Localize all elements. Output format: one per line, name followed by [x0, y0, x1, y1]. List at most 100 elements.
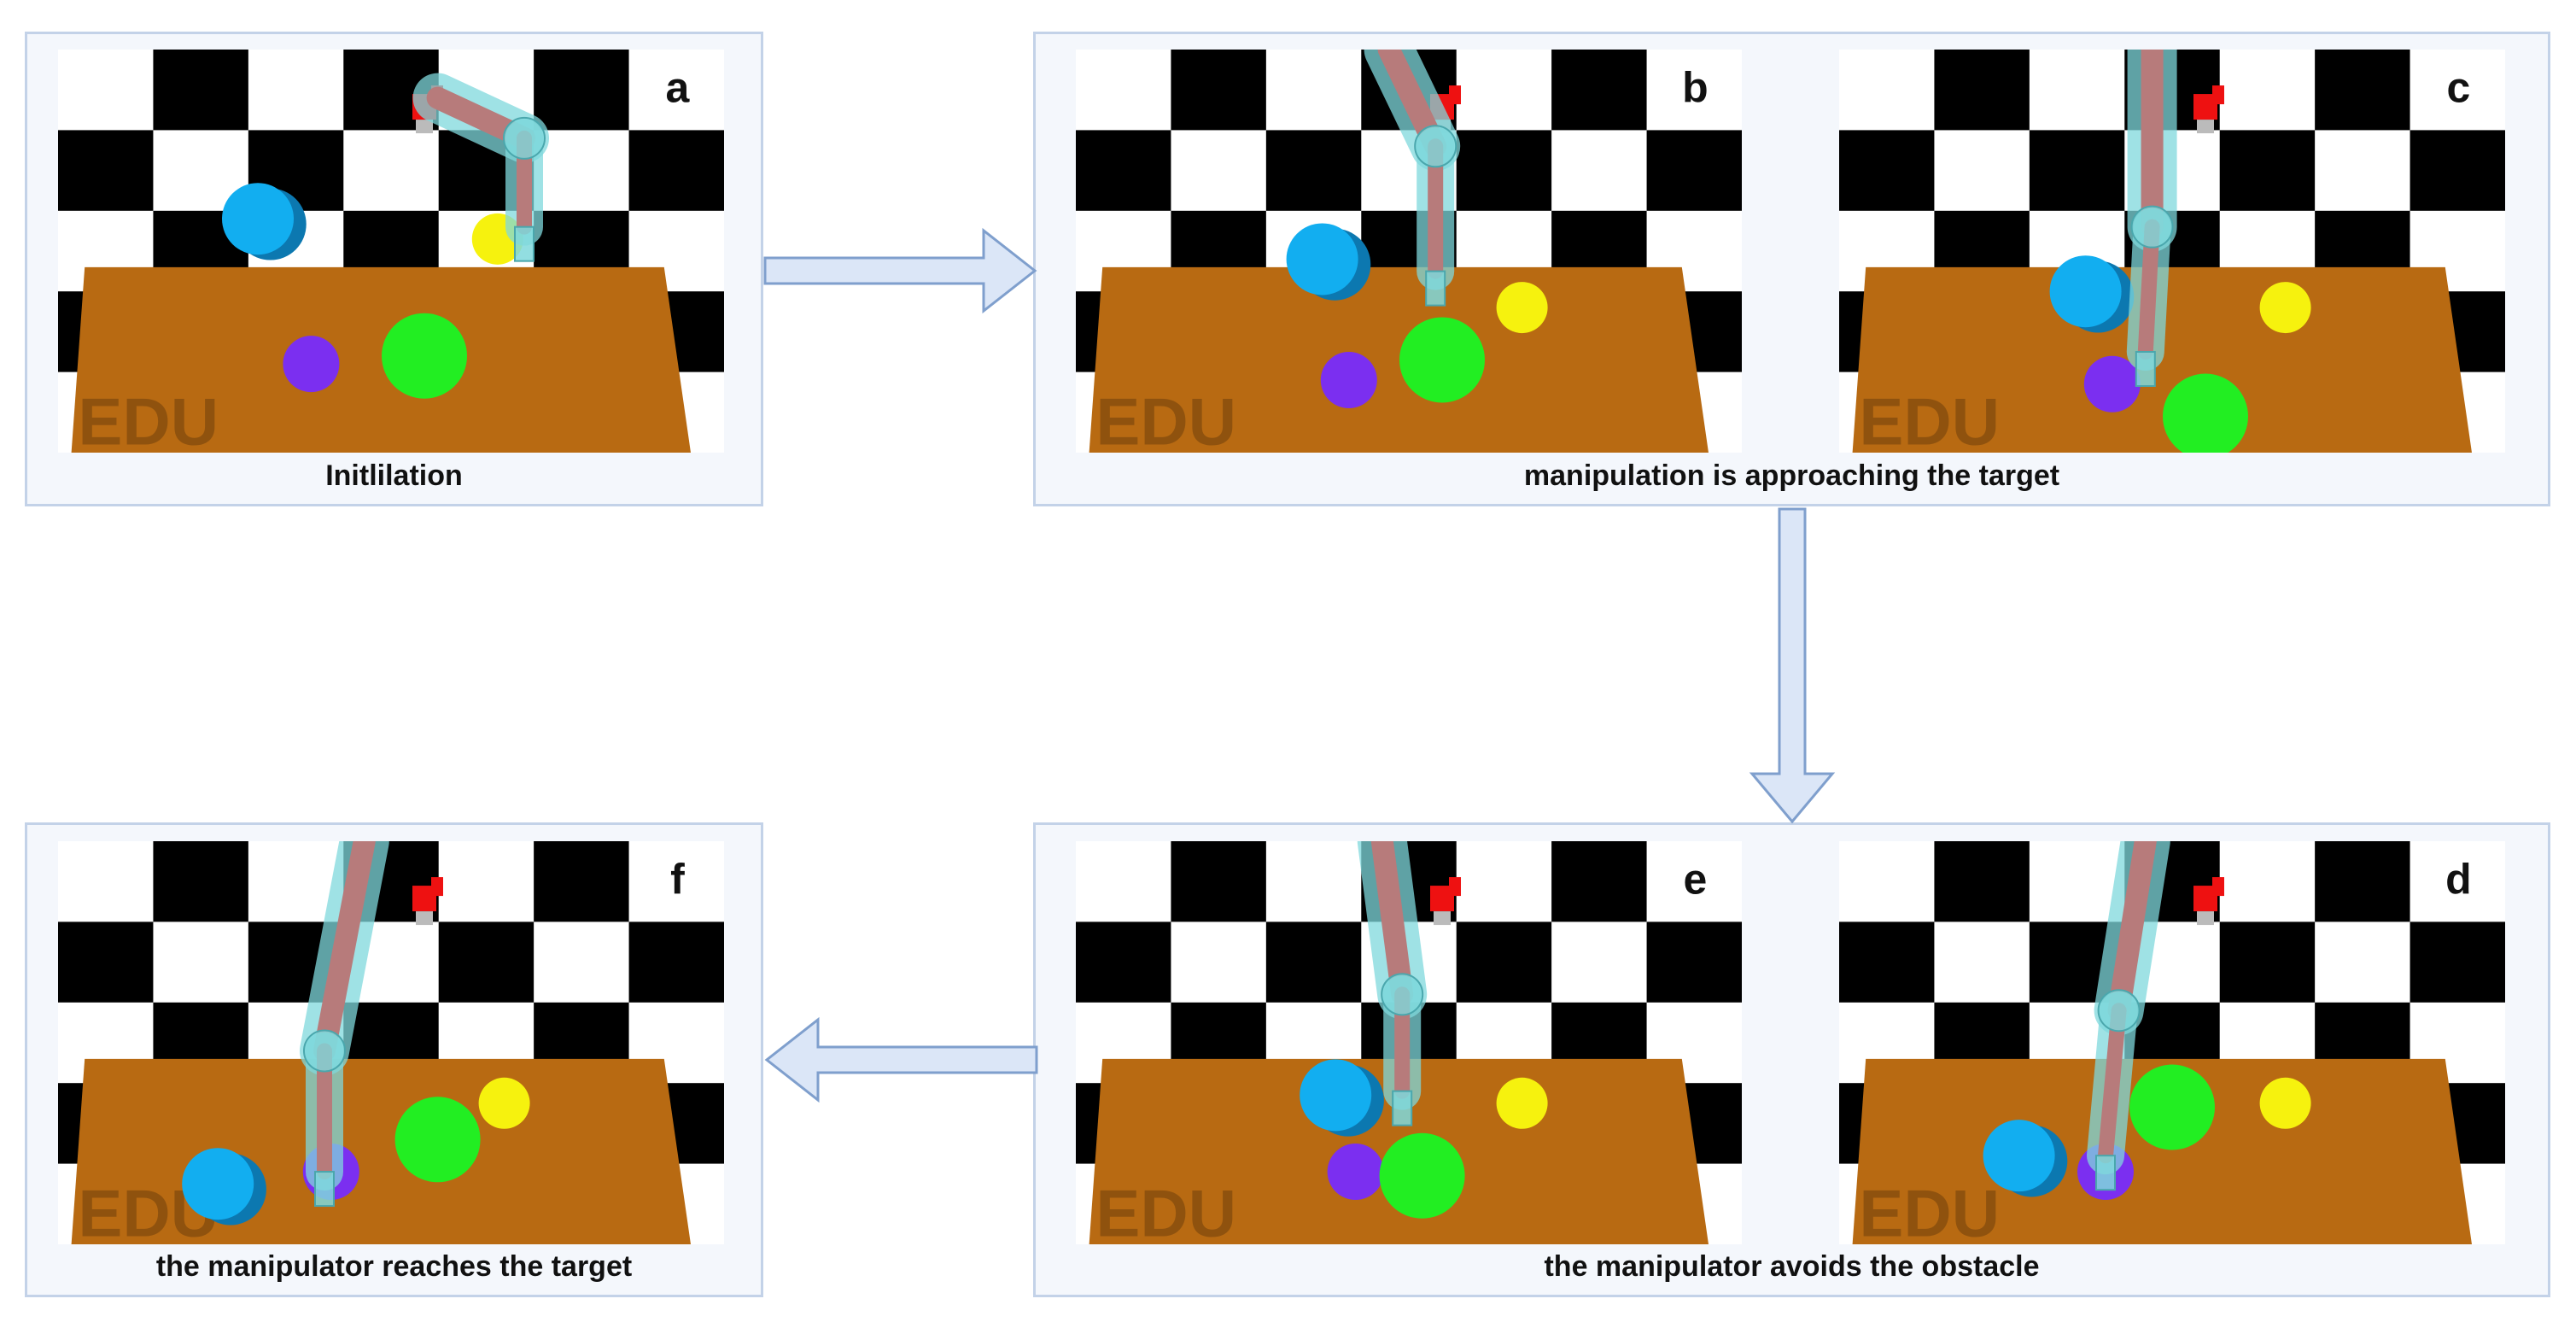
obstacle-base	[416, 120, 433, 134]
obstacle-part	[1449, 877, 1461, 897]
floor-tile	[1171, 841, 1267, 923]
yellow-target	[478, 1077, 530, 1129]
floor-tile	[1076, 921, 1172, 1003]
frame-c: EDU c	[1839, 50, 2505, 453]
watermark-text: EDU	[1859, 384, 2000, 453]
floor-tile	[1265, 130, 1363, 212]
floor-tile	[1839, 130, 1936, 212]
purple-ball	[1320, 352, 1377, 409]
floor-tile	[2315, 50, 2411, 132]
floor-tile	[438, 921, 535, 1003]
floor-tile	[153, 921, 249, 1003]
floor-tile	[1934, 50, 2030, 132]
floor-tile	[1171, 50, 1267, 132]
floor-tile	[628, 130, 724, 212]
floor-tile	[1265, 921, 1363, 1003]
arm-end-effector	[1392, 1090, 1413, 1126]
arm-upper-core	[1370, 841, 1414, 1006]
purple-ball	[2083, 355, 2141, 412]
floor-tile	[153, 841, 249, 923]
cyan-cylinder	[1300, 1059, 1372, 1132]
floor-tile	[343, 130, 440, 212]
frame-label-b: b	[1682, 63, 1709, 111]
floor-tile	[1646, 130, 1742, 212]
scene-c: EDU c	[1839, 50, 2505, 453]
floor-tile	[1646, 50, 1742, 132]
floor-tile	[1551, 921, 1648, 1003]
arm-elbow-joint	[1381, 973, 1424, 1016]
obstacle-base	[416, 911, 433, 926]
floor-tile	[628, 921, 724, 1003]
arm-elbow-joint	[1414, 125, 1457, 168]
floor-tile	[1934, 921, 2030, 1003]
green-ball	[394, 1097, 481, 1183]
floor-tile	[1839, 841, 1936, 923]
cyan-cylinder	[182, 1148, 254, 1220]
arm-elbow-joint	[503, 116, 546, 160]
caption-approaching: manipulation is approaching the target	[1523, 459, 2060, 492]
floor-tile	[1265, 841, 1363, 923]
floor-tile	[58, 921, 155, 1003]
floor-tile	[2029, 50, 2126, 132]
obstacle-base	[1434, 911, 1451, 926]
arm-end-effector	[2135, 351, 2156, 387]
floor-tile	[2219, 50, 2316, 132]
arrow-right	[763, 227, 1037, 314]
watermark-text: EDU	[78, 384, 219, 453]
floor-tile	[1171, 921, 1267, 1003]
floor-tile	[1934, 841, 2030, 923]
floor-tile	[1646, 841, 1742, 923]
yellow-target	[1496, 282, 1548, 334]
floor-tile	[2029, 130, 2126, 212]
arm-upper-core	[2107, 841, 2157, 1022]
purple-ball	[283, 336, 340, 393]
floor-tile	[58, 130, 155, 212]
obstacle-part	[2212, 877, 2224, 897]
floor-tile	[1551, 130, 1648, 212]
floor-tile	[534, 50, 630, 132]
floor-tile	[2410, 921, 2505, 1003]
obstacle-part	[431, 877, 443, 897]
arm-forearm-core	[2098, 1003, 2127, 1164]
arm-end-effector	[314, 1171, 335, 1208]
arm-elbow-joint	[303, 1029, 346, 1073]
yellow-target	[2259, 282, 2311, 334]
floor-tile	[1076, 50, 1172, 132]
watermark-text: EDU	[1095, 1176, 1236, 1244]
caption-reaches: the manipulator reaches the target	[155, 1250, 633, 1283]
floor-tile	[1456, 921, 1553, 1003]
floor-tile	[2410, 130, 2505, 212]
frame-label-c: c	[2446, 63, 2470, 111]
floor-tile	[248, 50, 345, 132]
floor-tile	[1456, 130, 1553, 212]
floor-tile	[1456, 841, 1553, 923]
floor-tile	[2315, 130, 2411, 212]
floor-tile	[2315, 841, 2411, 923]
green-ball	[2129, 1064, 2215, 1150]
cyan-cylinder	[1286, 223, 1358, 295]
obstacle-base	[2197, 911, 2214, 926]
floor-tile	[58, 841, 155, 923]
floor-tile	[153, 50, 249, 132]
table-surface	[71, 266, 692, 453]
obstacle-part	[1449, 85, 1461, 105]
floor-tile	[1551, 841, 1648, 923]
floor-tile	[534, 921, 630, 1003]
floor-tile	[534, 841, 630, 923]
obstacle-base	[2197, 120, 2214, 134]
yellow-target	[1496, 1077, 1548, 1129]
cyan-cylinder	[222, 183, 294, 255]
floor-tile	[1551, 50, 1648, 132]
table-surface	[1852, 1058, 2472, 1244]
arrow-down	[1749, 507, 1836, 824]
floor-tile	[2410, 841, 2505, 923]
purple-ball	[1327, 1144, 1384, 1201]
caption-initialization: Initlilation	[325, 459, 463, 492]
green-ball	[2163, 373, 2248, 453]
obstacle-part	[2212, 85, 2224, 105]
